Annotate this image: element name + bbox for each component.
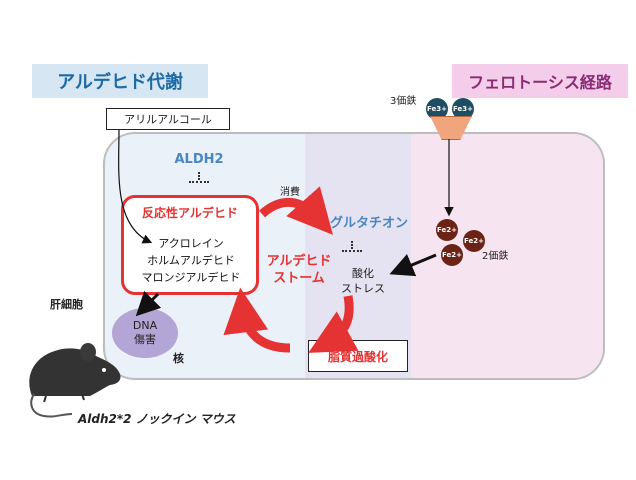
aldehyde-storm-label: アルデヒド ストーム [262,254,336,288]
ferroptosis-pathway-header: フェロトーシス経路 [452,64,628,98]
mouse-label: Aldh2*2 ノックイン マウス [78,412,236,426]
oxidative-line2: ストレス [341,281,385,295]
fe3-text: 3価鉄 [390,96,417,107]
mouse-icon [29,343,121,418]
storm-line1: アルデヒド [266,254,332,269]
storm-line2: ストーム [273,270,325,286]
reactive-aldehyde-box [121,195,259,295]
cycle-arrow-left [223,287,291,353]
oxidative-stress-label: 酸化 ストレス [335,267,391,297]
glutathione-inhibition-mark [342,241,362,253]
formaldehyde-label: ホルムアルデヒド [147,254,235,267]
aldehyde-to-dna-arrow [135,290,162,317]
malondialdehyde-label: マロンジアルデヒド [141,271,241,284]
fe2-to-stress-arrow [389,253,437,277]
aldehyde-metabolism-header: アルデヒド代謝 [32,64,208,98]
acrolein-label: アクロレイン [158,237,224,250]
fe3-ion-right: Fe3+ [452,98,474,120]
nucleus-label: 核 [173,352,184,365]
glutathione-label: グルタチオン [330,216,409,231]
fe2-ion-bottom: Fe2+ [441,244,463,266]
dna-label: DNA [132,319,158,333]
fe2-ion-top: Fe2+ [436,219,458,241]
fe2-ion-right: Fe2+ [463,230,485,252]
fe3-ion-left: Fe3+ [426,98,448,120]
aryl-alcohol-box: アリルアルコール [106,108,230,130]
cycle-arrow-right [308,295,359,353]
reactive-aldehyde-title: 反応性アルデヒド [142,206,238,220]
aryl-to-acrolein-arrow [118,129,153,244]
fe2-text: 2価鉄 [482,251,509,262]
dna-damage-nucleus: DNA 傷害 [112,308,178,358]
damage-label: 傷害 [134,333,156,346]
liver-cell-label: 肝細胞 [50,298,83,311]
aldh2-inhibition-mark [189,172,209,184]
oxidative-line1: 酸化 [352,267,374,280]
aldh2-label: ALDH2 [174,152,224,167]
cycle-arrow-top [258,186,333,235]
